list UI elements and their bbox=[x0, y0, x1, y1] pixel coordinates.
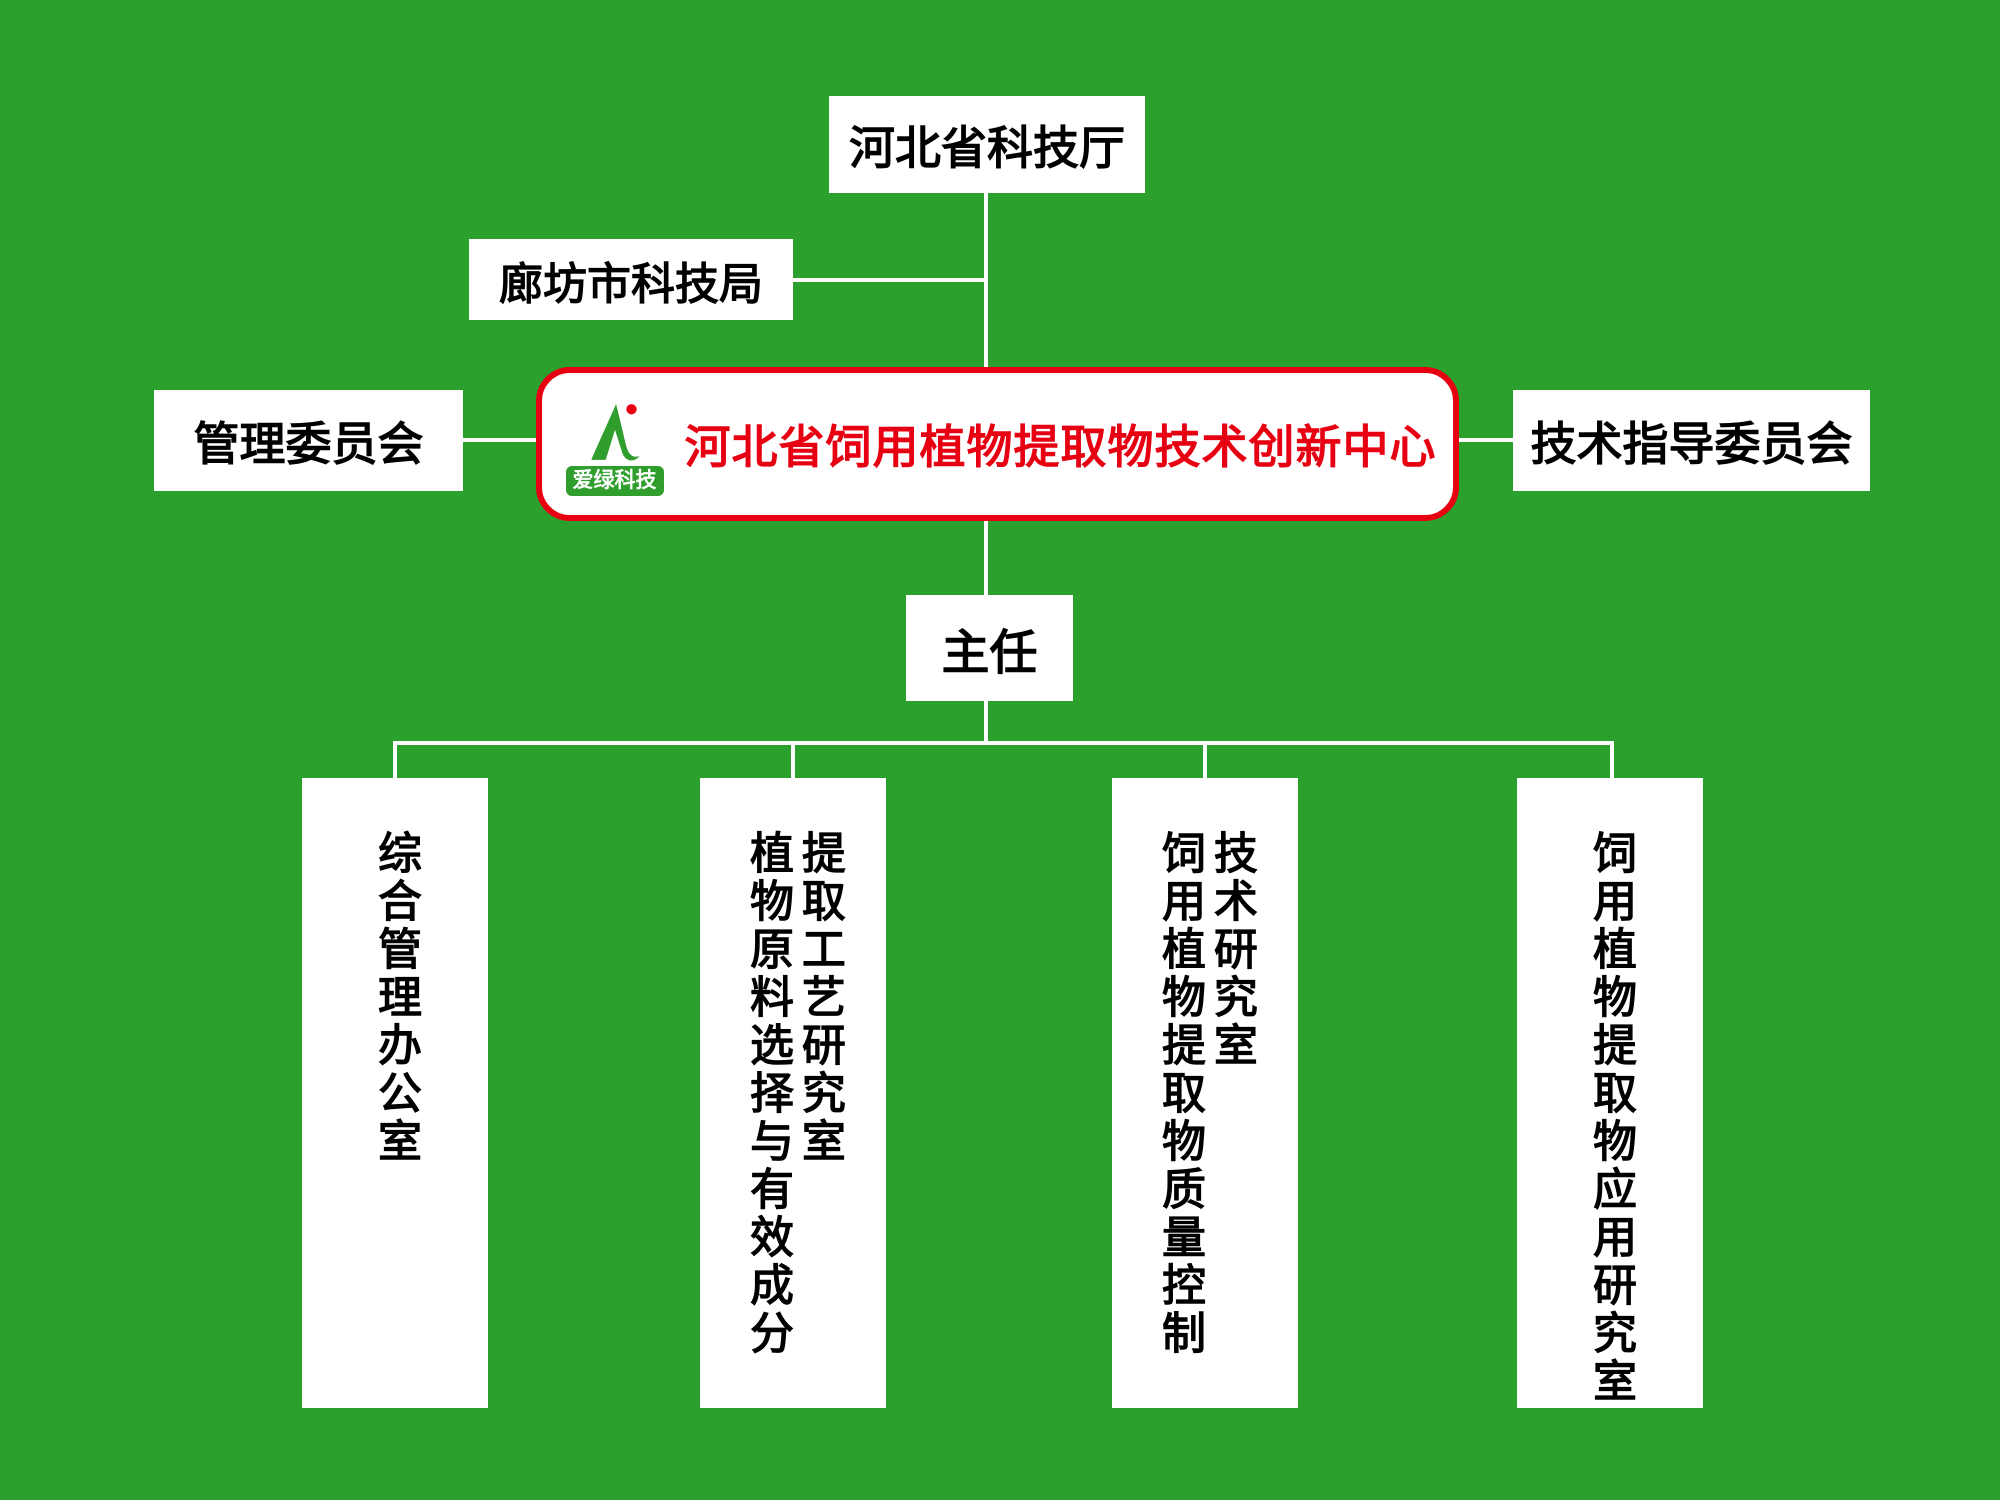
connector-director-to-distributor bbox=[984, 699, 988, 745]
connector-drop-dept-4 bbox=[1610, 741, 1614, 780]
connector-distributor bbox=[393, 741, 1614, 745]
node-director-label: 主任 bbox=[941, 625, 1038, 681]
node-dept-application-research-lab-text: 饲用植物提取物应用研究室 bbox=[1584, 830, 1636, 1406]
node-dept-extraction-process-lab: 提取工艺研究室 植物原料选择与有效成分 bbox=[700, 778, 886, 1408]
connector-technical-to-center bbox=[1457, 438, 1515, 442]
connector-top-to-center bbox=[984, 193, 988, 369]
node-dept-application-research-lab: 饲用植物提取物应用研究室 bbox=[1517, 778, 1703, 1408]
dept-line: 植物原料选择与有效成分 bbox=[742, 830, 793, 1358]
node-director: 主任 bbox=[906, 595, 1073, 701]
node-technical-guidance-committee: 技术指导委员会 bbox=[1513, 390, 1870, 491]
connector-drop-dept-1 bbox=[393, 741, 397, 780]
connector-center-to-director bbox=[984, 519, 988, 597]
node-provincial-sci-tech-dept-label: 河北省科技厅 bbox=[849, 120, 1125, 175]
node-dept-technology-research-lab-text: 技术研究室 饲用植物提取物质量控制 bbox=[1153, 830, 1257, 1358]
node-dept-general-management-office: 综合管理办公室 bbox=[302, 778, 488, 1408]
dept-line: 提取工艺研究室 bbox=[793, 830, 845, 1166]
dept-line: 技术研究室 bbox=[1205, 830, 1257, 1070]
connector-drop-dept-2 bbox=[791, 741, 795, 780]
connector-langfang-to-trunk bbox=[791, 278, 986, 282]
node-provincial-sci-tech-dept: 河北省科技厅 bbox=[829, 96, 1145, 193]
node-dept-general-management-office-text: 综合管理办公室 bbox=[369, 830, 421, 1166]
dept-line: 饲用植物提取物质量控制 bbox=[1154, 830, 1205, 1358]
node-langfang-sci-tech-bureau: 廊坊市科技局 bbox=[469, 239, 793, 320]
node-innovation-center: 爱绿科技 河北省饲用植物提取物技术创新中心 bbox=[536, 367, 1459, 521]
node-technical-guidance-committee-label: 技术指导委员会 bbox=[1530, 416, 1853, 471]
dept-line: 综合管理办公室 bbox=[369, 830, 421, 1166]
node-langfang-sci-tech-bureau-label: 廊坊市科技局 bbox=[499, 258, 763, 310]
connector-drop-dept-3 bbox=[1203, 741, 1207, 780]
node-management-committee: 管理委员会 bbox=[154, 390, 463, 491]
logo-brand-text: 爱绿科技 bbox=[565, 466, 664, 496]
node-dept-technology-research-lab: 技术研究室 饲用植物提取物质量控制 bbox=[1112, 778, 1298, 1408]
logo-letter-a-icon bbox=[590, 404, 640, 461]
ailv-logo: 爱绿科技 bbox=[559, 400, 671, 496]
node-management-committee-label: 管理委员会 bbox=[193, 416, 424, 471]
node-innovation-center-label: 河北省饲用植物提取物技术创新中心 bbox=[684, 420, 1437, 474]
dept-line: 饲用植物提取物应用研究室 bbox=[1584, 830, 1636, 1406]
node-dept-extraction-process-lab-text: 提取工艺研究室 植物原料选择与有效成分 bbox=[741, 830, 845, 1358]
connector-management-to-center bbox=[461, 438, 538, 442]
